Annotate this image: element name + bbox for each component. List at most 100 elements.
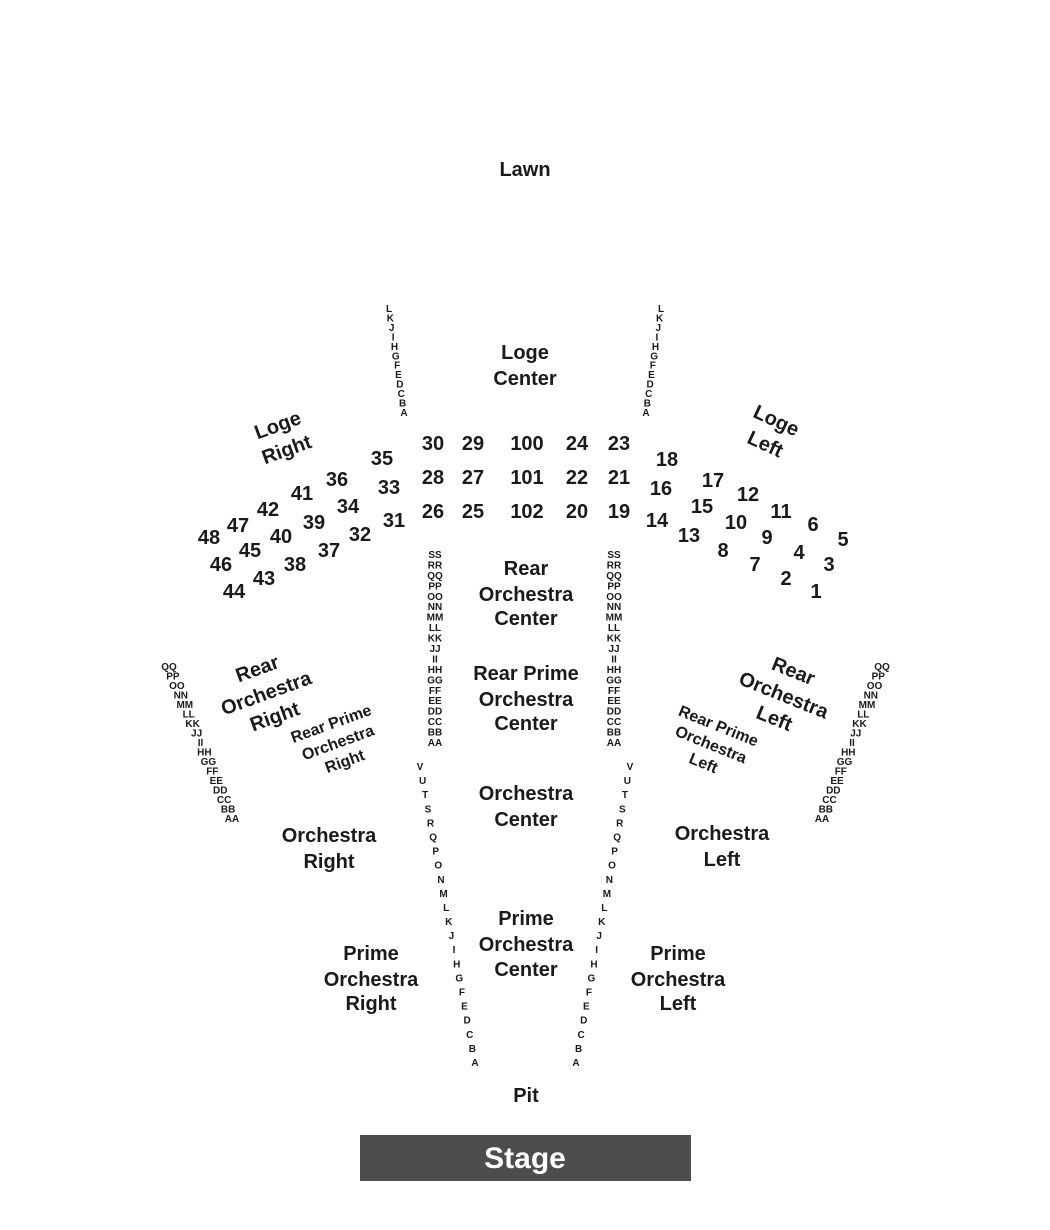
box-number[interactable]: 24 <box>566 433 589 455</box>
box-number[interactable]: 20 <box>566 501 588 523</box>
row-label: F <box>650 361 656 372</box>
box-number[interactable]: 47 <box>227 515 249 537</box>
box-number[interactable]: 39 <box>303 512 325 534</box>
box-number[interactable]: 35 <box>371 448 393 470</box>
box-number[interactable]: 30 <box>422 433 444 455</box>
section-label-line: Rear Prime <box>473 663 579 685</box>
row-label: N <box>437 875 444 886</box>
row-label: Q <box>429 833 437 844</box>
box-number[interactable]: 28 <box>422 467 444 489</box>
section-label-line: Orchestra <box>675 823 770 845</box>
box-number[interactable]: 4 <box>793 542 805 564</box>
box-number[interactable]: 15 <box>691 496 713 518</box>
section-orchestra-left[interactable]: Orchestra Left <box>675 823 770 871</box>
section-pit[interactable]: Pit <box>513 1085 539 1107</box>
box-number[interactable]: 21 <box>608 467 630 489</box>
section-orchestra-right[interactable]: Orchestra Right <box>282 825 377 873</box>
section-prime-orchestra-center[interactable]: Prime Orchestra Center <box>479 908 574 981</box>
box-number[interactable]: 45 <box>239 540 261 562</box>
row-label: V <box>627 762 634 773</box>
box-number[interactable]: 8 <box>717 540 728 562</box>
box-number[interactable]: 3 <box>823 554 834 576</box>
box-number[interactable]: 40 <box>270 526 292 548</box>
box-number[interactable]: 10 <box>725 512 747 534</box>
box-number[interactable]: 23 <box>608 433 630 455</box>
box-number[interactable]: 13 <box>678 525 700 547</box>
box-number[interactable]: 16 <box>650 478 672 500</box>
row-label: OO <box>427 592 443 603</box>
row-label: F <box>394 361 400 372</box>
section-label-line: Loge <box>501 342 549 364</box>
box-number[interactable]: 19 <box>608 501 630 523</box>
box-number[interactable]: 100 <box>510 433 543 455</box>
box-number[interactable]: 48 <box>198 527 220 549</box>
box-number[interactable]: 7 <box>749 554 760 576</box>
section-orchestra-center[interactable]: Orchestra Center <box>479 783 574 831</box>
section-loge-left[interactable]: Loge Left <box>739 401 803 465</box>
row-label: KK <box>185 719 200 730</box>
box-number[interactable]: 41 <box>291 483 313 505</box>
box-number[interactable]: 14 <box>646 510 669 532</box>
box-number[interactable]: 1 <box>810 581 821 603</box>
box-number[interactable]: 27 <box>462 467 484 489</box>
box-number[interactable]: 5 <box>837 529 848 551</box>
box-number[interactable]: 36 <box>326 469 348 491</box>
section-prime-orchestra-left[interactable]: Prime Orchestra Left <box>631 943 726 1015</box>
box-number[interactable]: 101 <box>510 467 543 489</box>
section-loge-right[interactable]: Loge Right <box>250 407 315 470</box>
box-number[interactable]: 31 <box>383 510 405 532</box>
box-number[interactable]: 33 <box>378 477 400 499</box>
box-number[interactable]: 18 <box>656 449 678 471</box>
box-number[interactable]: 17 <box>702 470 724 492</box>
box-number[interactable]: 32 <box>349 524 371 546</box>
row-label: QQ <box>161 662 177 673</box>
box-number[interactable]: 2 <box>780 568 791 590</box>
row-label: V <box>417 762 424 773</box>
row-label: B <box>399 399 406 410</box>
row-label: EE <box>428 696 442 707</box>
row-label: PP <box>607 581 621 592</box>
box-number[interactable]: 38 <box>284 554 306 576</box>
section-label-line: Prime <box>650 943 706 965</box>
section-label-line: Orchestra <box>479 584 574 606</box>
row-label: BB <box>221 805 235 816</box>
box-number[interactable]: 9 <box>761 527 772 549</box>
box-number[interactable]: 11 <box>770 501 791 523</box>
box-number[interactable]: 46 <box>210 554 232 576</box>
row-label: MM <box>176 700 193 711</box>
row-label: G <box>588 973 596 984</box>
box-number[interactable]: 34 <box>337 496 360 518</box>
row-label: C <box>577 1030 584 1041</box>
section-prime-orchestra-right[interactable]: Prime Orchestra Right <box>324 943 419 1015</box>
section-rear-prime-orchestra-left[interactable]: Rear Prime Orchestra Left <box>661 703 761 788</box>
row-label: GG <box>201 757 217 768</box>
box-number[interactable]: 37 <box>318 540 340 562</box>
section-rear-prime-orchestra-center[interactable]: Rear Prime Orchestra Center <box>473 663 579 735</box>
section-loge-center[interactable]: Loge Center <box>493 342 557 390</box>
section-lawn[interactable]: Lawn <box>499 159 550 181</box>
row-label: PP <box>872 672 886 683</box>
row-label: K <box>656 314 664 325</box>
box-number[interactable]: 43 <box>253 568 275 590</box>
box-number[interactable]: 102 <box>510 501 543 523</box>
box-number[interactable]: 44 <box>223 581 246 603</box>
box-number[interactable]: 12 <box>737 484 759 506</box>
section-rear-orchestra-center[interactable]: Rear Orchestra Center <box>479 558 574 630</box>
row-label: EE <box>830 776 844 787</box>
box-number[interactable]: 29 <box>462 433 484 455</box>
row-label: H <box>590 959 597 970</box>
box-number[interactable]: 6 <box>807 514 818 536</box>
box-number[interactable]: 42 <box>257 499 279 521</box>
box-number[interactable]: 26 <box>422 501 444 523</box>
row-label: D <box>580 1016 587 1027</box>
section-rear-prime-orchestra-right[interactable]: Rear Prime Orchestra Right <box>289 702 388 784</box>
row-label: JJ <box>608 644 619 655</box>
box-number[interactable]: 22 <box>566 467 588 489</box>
section-label-line: Right <box>303 851 354 873</box>
box-number[interactable]: 25 <box>462 501 484 523</box>
